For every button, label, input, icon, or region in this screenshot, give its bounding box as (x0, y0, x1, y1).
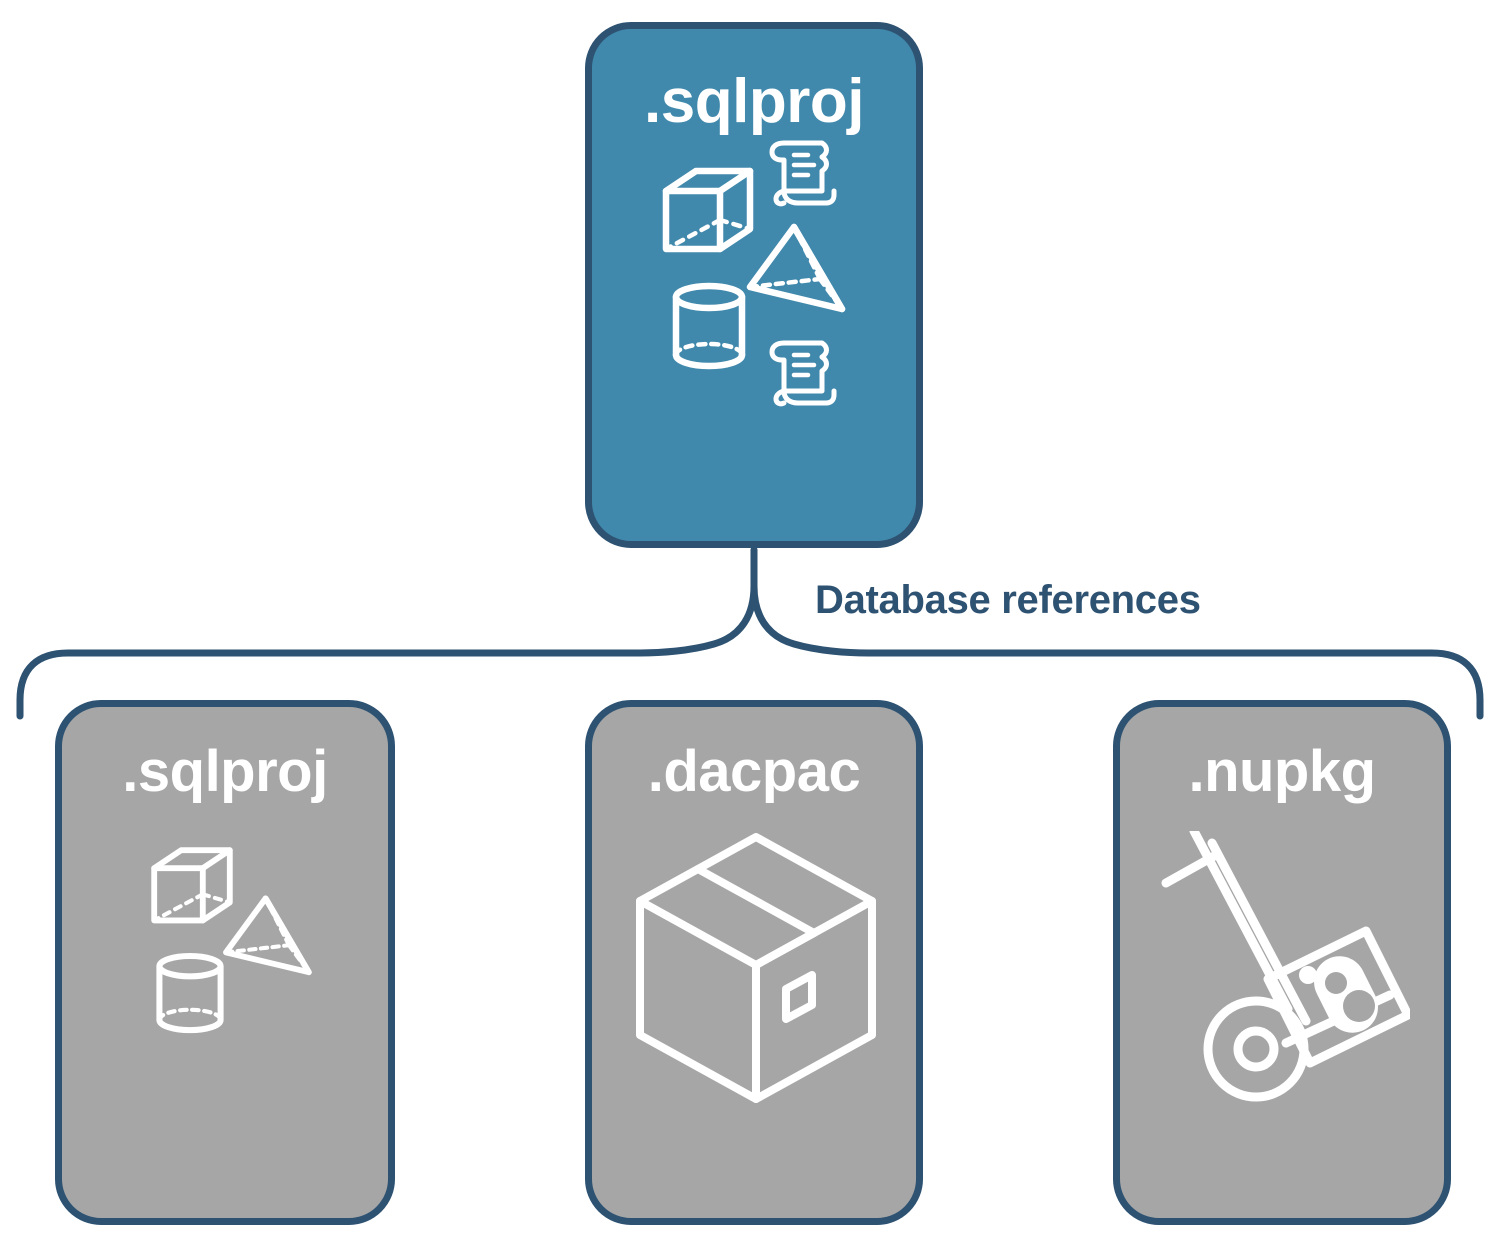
pyramid-icon (746, 223, 846, 313)
card-dacpac[interactable]: .dacpac (585, 700, 923, 1225)
connector-label-database-references: Database references (815, 578, 1201, 622)
icon-area-root (592, 133, 916, 541)
card-sqlproj-root[interactable]: .sqlproj (585, 22, 923, 548)
card-title-sqlproj-root: .sqlproj (644, 67, 864, 136)
cube-icon (151, 847, 233, 924)
icon-area-sqlproj-child (62, 801, 388, 1218)
cylinder-icon (156, 952, 224, 1034)
card-title-sqlproj-child: .sqlproj (122, 739, 328, 804)
icon-area-dacpac (592, 801, 916, 1218)
icon-area-nupkg (1120, 801, 1444, 1218)
card-title-dacpac: .dacpac (647, 739, 861, 804)
card-sqlproj-child[interactable]: .sqlproj (55, 700, 395, 1225)
package-box-icon (636, 833, 876, 1103)
cylinder-icon (672, 282, 746, 370)
card-title-nupkg: .nupkg (1188, 739, 1376, 804)
scroll-icon (769, 340, 837, 407)
cube-icon (662, 167, 754, 253)
card-nupkg[interactable]: .nupkg (1113, 700, 1451, 1225)
pyramid-icon (223, 895, 312, 976)
hand-truck-icon (1161, 831, 1410, 1102)
scroll-icon (769, 140, 837, 207)
brace-connector (16, 546, 1484, 720)
